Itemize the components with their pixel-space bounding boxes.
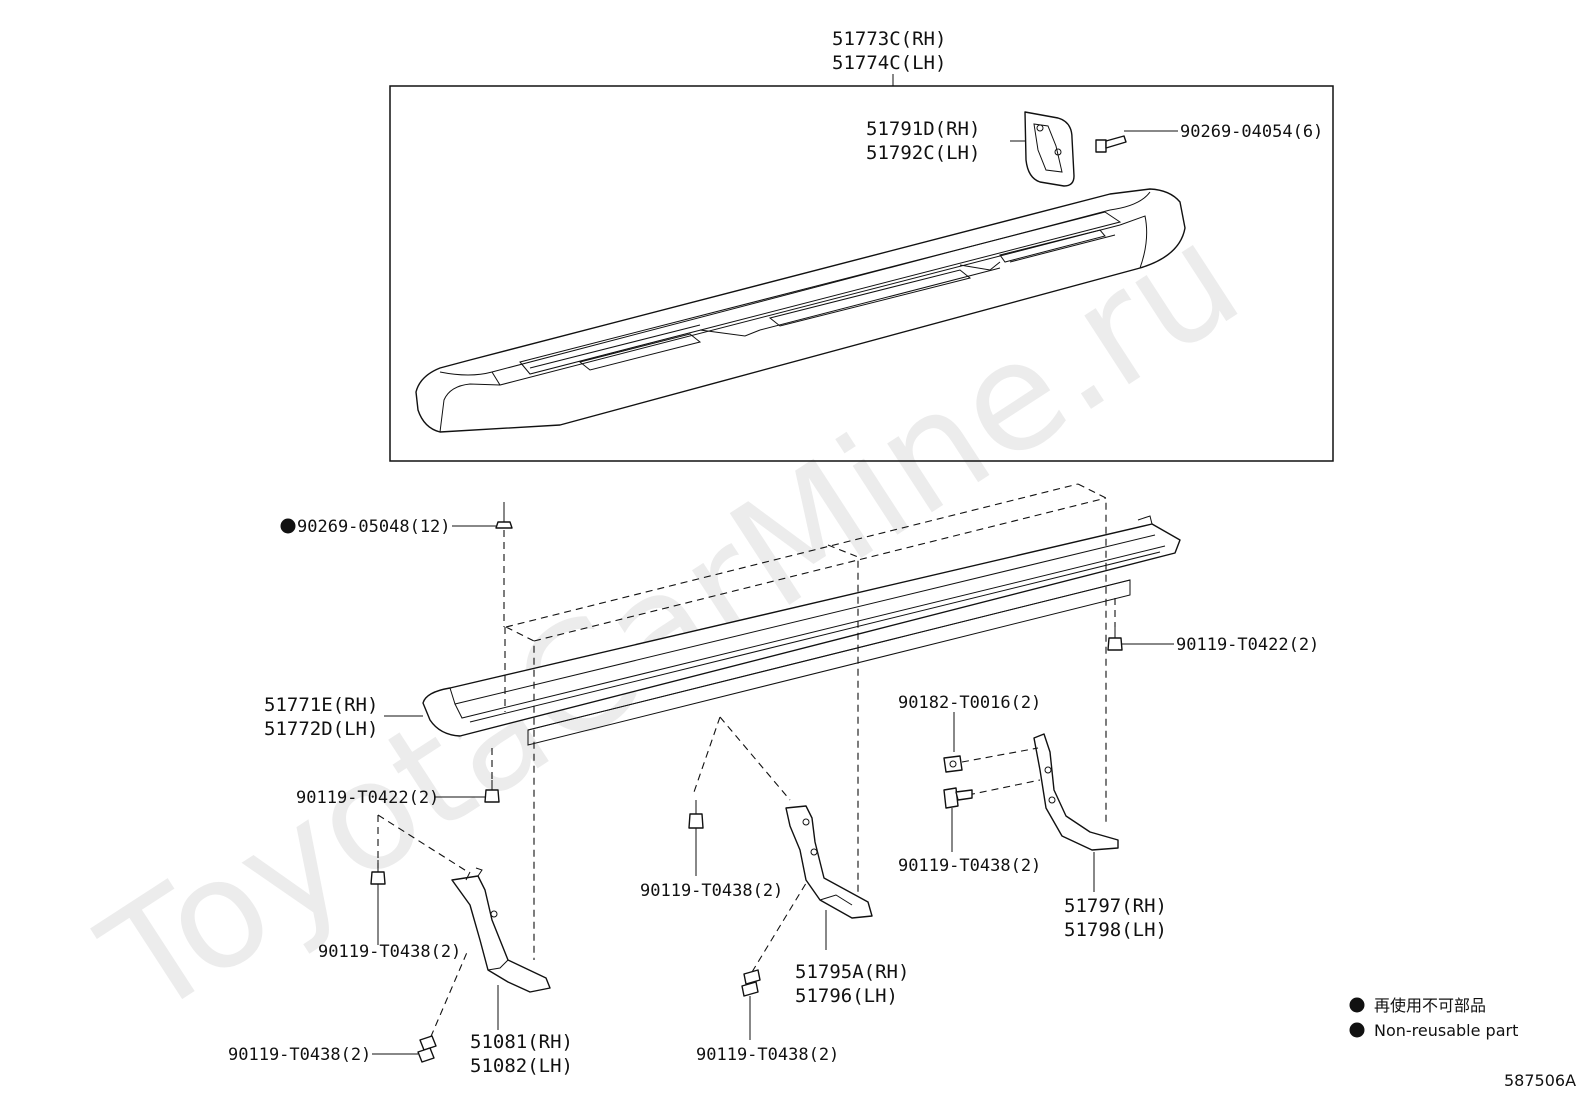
legend-marker-jp — [1349, 997, 1365, 1013]
label-bolt-front-lower[interactable]: 90119-T0438(2) — [228, 1045, 371, 1065]
label-rivet[interactable]: 90269-05048(12) — [297, 517, 451, 537]
label-bolt-rear-bracket[interactable]: 90119-T0438(2) — [898, 856, 1041, 876]
diagram-id: 587506A — [1504, 1071, 1576, 1090]
assembly-box — [389, 85, 1334, 462]
label-front-lh[interactable]: 51082(LH) — [470, 1055, 573, 1077]
bolt-front-lower[interactable] — [417, 1035, 437, 1063]
legend-text-jp: 再使用不可部品 — [1374, 996, 1486, 1015]
label-bolt-left[interactable]: 90119-T0422(2) — [296, 788, 439, 808]
screw-90269-04054[interactable] — [1095, 135, 1127, 153]
projection-front-bracket-a — [377, 814, 469, 873]
label-step-rh[interactable]: 51773C(RH) — [832, 28, 946, 50]
front-bracket[interactable] — [451, 867, 551, 993]
legend-text-en: Non-reusable part — [1374, 1021, 1518, 1040]
label-guard-lh[interactable]: 51792C(LH) — [866, 142, 980, 164]
label-front-rh[interactable]: 51081(RH) — [470, 1031, 573, 1053]
legend: 再使用不可部品 Non-reusable part — [1349, 996, 1518, 1040]
bolt-front-upper[interactable] — [370, 860, 386, 885]
rivet-90269-05048[interactable] — [495, 502, 513, 529]
label-bolt-front-upper[interactable]: 90119-T0438(2) — [318, 942, 461, 962]
center-bracket[interactable] — [785, 805, 873, 919]
bolt-center-lower[interactable] — [741, 969, 761, 997]
label-bolt-center-lower[interactable]: 90119-T0438(2) — [696, 1045, 839, 1065]
running-board-step[interactable] — [415, 188, 1186, 433]
projection-front-bracket-b — [425, 949, 469, 1049]
label-rear-rh[interactable]: 51797(RH) — [1064, 895, 1167, 917]
rail[interactable] — [422, 515, 1181, 746]
label-center-lh[interactable]: 51796(LH) — [795, 985, 898, 1007]
legend-marker-en — [1349, 1022, 1365, 1038]
label-bolt-right[interactable]: 90119-T0422(2) — [1176, 635, 1319, 655]
non-reusable-marker-rivet — [280, 518, 296, 534]
bolt-rear-bracket[interactable] — [943, 787, 973, 809]
label-bolt-center-upper[interactable]: 90119-T0438(2) — [640, 881, 783, 901]
label-rear-lh[interactable]: 51798(LH) — [1064, 919, 1167, 941]
bolt-rail-left[interactable] — [484, 780, 500, 803]
label-center-rh[interactable]: 51795A(RH) — [795, 961, 909, 983]
nut-90182[interactable] — [943, 712, 963, 773]
bolt-rail-right[interactable] — [1107, 627, 1123, 651]
label-step-lh[interactable]: 51774C(LH) — [832, 52, 946, 74]
label-screw[interactable]: 90269-04054(6) — [1180, 122, 1323, 142]
bolt-center-upper[interactable] — [688, 800, 704, 829]
label-rail-lh[interactable]: 51772D(LH) — [264, 718, 378, 740]
projection-rail — [504, 483, 1107, 960]
mud-guard[interactable] — [1024, 111, 1075, 187]
projection-center-bracket-b — [751, 879, 809, 973]
label-guard-rh[interactable]: 51791D(RH) — [866, 118, 980, 140]
label-rail-rh[interactable]: 51771E(RH) — [264, 694, 378, 716]
rear-bracket[interactable] — [1033, 733, 1119, 851]
label-nut[interactable]: 90182-T0016(2) — [898, 693, 1041, 713]
projection-center-bracket-a — [693, 716, 791, 801]
projection-rear-bracket — [961, 747, 1041, 796]
